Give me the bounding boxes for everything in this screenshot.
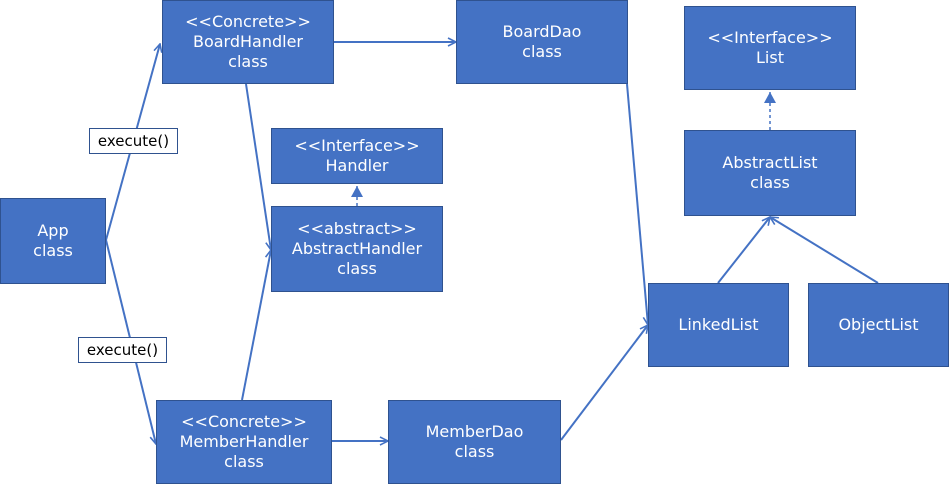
node-label-line: MemberDao — [425, 422, 524, 441]
node-label-line: List — [756, 48, 784, 67]
node-label-line: ObjectList — [838, 315, 919, 334]
edge-boardhandler-to-abstracthandler — [245, 83, 271, 250]
node-label-line: BoardDao — [502, 22, 582, 41]
node-label-line: <<Interface>> — [294, 136, 420, 155]
node-label-line: class — [454, 442, 495, 461]
node-label-line: class — [522, 42, 562, 61]
node-label-line: <<Concrete>> — [185, 12, 311, 31]
edge-boarddao-to-linkedlist — [626, 83, 648, 325]
node-label-line: class — [228, 52, 268, 71]
node-label-line: class — [750, 173, 790, 192]
edge-objectlist-to-abstractlist — [770, 217, 879, 284]
linkedlist-class-box[interactable]: LinkedList — [648, 283, 789, 367]
node-label-line: class — [33, 241, 73, 260]
objectlist-class-box[interactable]: ObjectList — [808, 283, 949, 367]
node-label-line: Handler — [325, 156, 389, 175]
handler-interface-box[interactable]: <<Interface>>Handler — [271, 128, 443, 184]
edge-memberhandler-to-abstracthandler — [241, 250, 271, 401]
edge-linkedlist-to-abstractlist — [717, 217, 770, 284]
node-label-line: AbstractHandler — [291, 239, 423, 258]
node-label-line: BoardHandler — [192, 32, 304, 51]
node-label-line: <<abstract>> — [297, 219, 417, 238]
list-interface-box[interactable]: <<Interface>>List — [684, 6, 856, 90]
node-label-line: AbstractList — [722, 153, 818, 172]
execute-label-top: execute() — [89, 128, 178, 154]
node-label-line: MemberHandler — [179, 432, 309, 451]
node-label-line: LinkedList — [678, 315, 759, 334]
node-label-line: class — [337, 259, 377, 278]
edge-memberdao-to-linkedlist — [560, 325, 648, 441]
node-label-line: <<Interface>> — [707, 28, 833, 47]
node-label-line: App — [37, 221, 69, 240]
execute-label-bottom: execute() — [78, 337, 167, 363]
node-label-line: <<Concrete>> — [181, 412, 307, 431]
node-label-line: class — [224, 452, 264, 471]
